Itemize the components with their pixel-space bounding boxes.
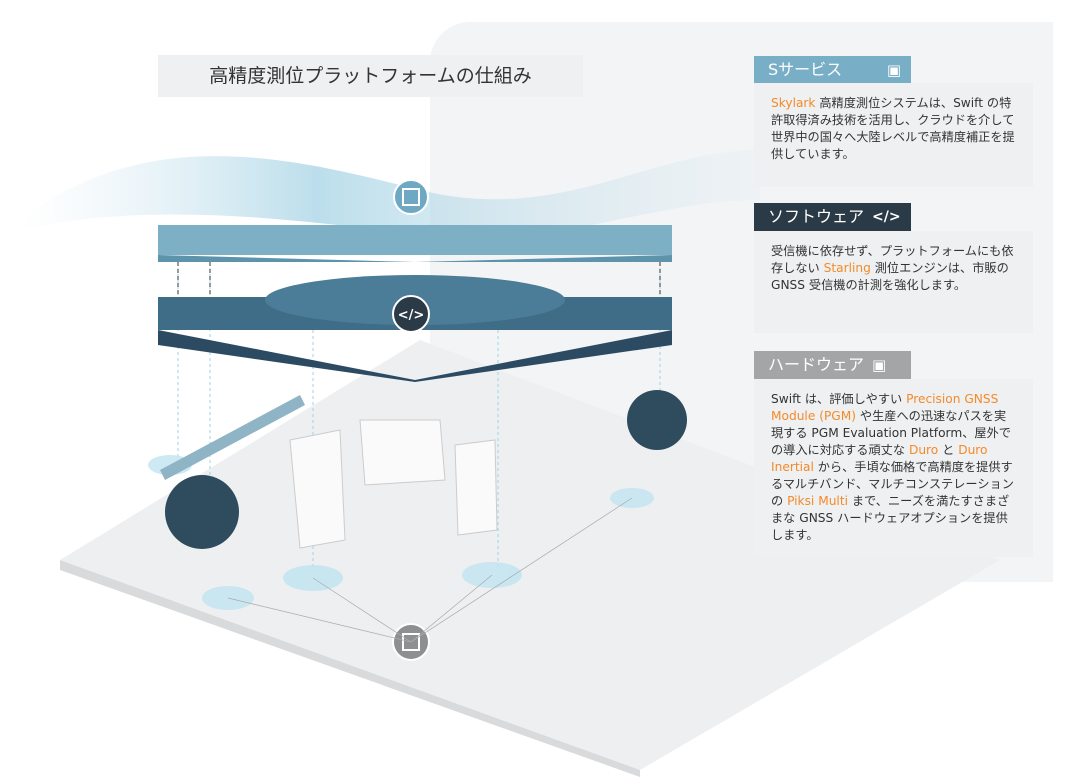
scooter-icon: [627, 390, 687, 450]
cloud-chip-icon: [393, 179, 429, 215]
chip-icon: ▣: [872, 356, 887, 374]
product-duro: Duro: [908, 443, 939, 457]
product-skylark: Skylark: [771, 96, 816, 110]
code-icon: </>: [392, 295, 430, 333]
hardware-text: Swift は、評価しやすい: [771, 392, 907, 406]
buildings: [289, 419, 498, 549]
train: [160, 395, 305, 480]
services-text: 高精度測位システムは、Swift の特許取得済み技術を活用し、クラウドを介して世…: [771, 96, 1015, 161]
product-pgm: Precision GNSS Module (PGM): [771, 392, 999, 423]
hardware-text: や生産への迅速なパスを実現する PGM Evaluation Platform、…: [771, 409, 1011, 457]
person-icon: [165, 475, 239, 549]
svg-text:</>: </>: [398, 308, 425, 323]
product-duro-inertial: Duro Inertial: [771, 443, 988, 474]
hardware-panel: Swift は、評価しやすい Precision GNSS Module (PG…: [754, 379, 1033, 557]
network-wave: [20, 150, 760, 238]
hardware-text: から、手頃な価格で高精度を提供するマルチバンド、マルチコンステレーションの: [771, 460, 1014, 508]
software-layer-front: [158, 330, 672, 382]
hardware-header-label: ハードウェア: [768, 355, 865, 374]
page-title: 高精度測位プラットフォームの仕組み: [158, 55, 583, 97]
software-text: 受信機に依存せず、プラットフォームにも依存しない: [771, 244, 1014, 275]
service-layer-top: [158, 225, 672, 255]
software-header-label: ソフトウェア: [768, 207, 865, 226]
product-starling: Starling: [823, 261, 871, 275]
services-header-label: Sサービス: [768, 60, 843, 79]
cloud-chip-icon: ▣: [886, 61, 901, 79]
software-panel: 受信機に依存せず、プラットフォームにも依存しない Starling 測位エンジン…: [754, 231, 1033, 333]
services-panel: Skylark 高精度測位システムは、Swift の特許取得済み技術を活用し、ク…: [754, 83, 1033, 187]
software-text: 測位エンジンは、市販の GNSS 受信機の計測を強化します。: [771, 261, 1009, 292]
code-icon: </>: [872, 209, 901, 225]
hardware-header: ハードウェア ▣: [754, 351, 911, 379]
product-piksi-multi: Piksi Multi: [787, 494, 848, 508]
services-header: Sサービス ▣: [754, 56, 911, 84]
hardware-text: と: [938, 443, 959, 457]
software-header: ソフトウェア </>: [754, 203, 911, 231]
hardware-text: まで、ニーズを満たすさまざまな GNSS ハードウェアオプションを提供します。: [771, 494, 1010, 542]
